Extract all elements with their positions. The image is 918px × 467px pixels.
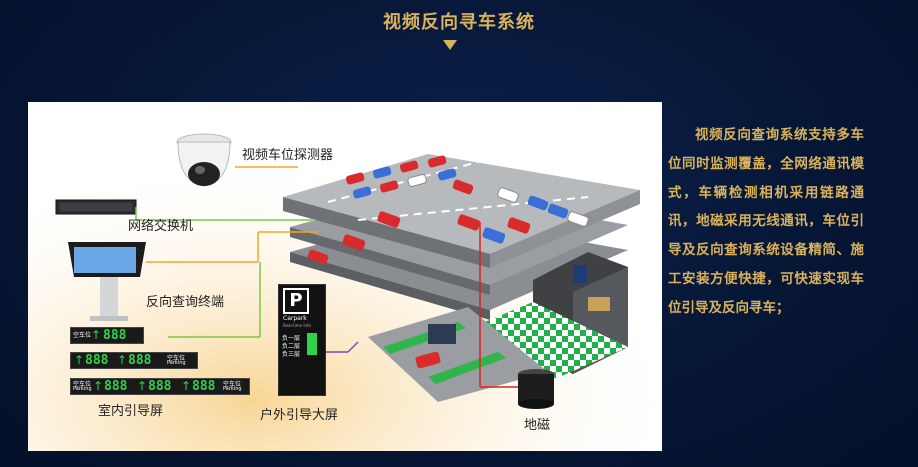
outdoor-sign-floor-2: 负二层 xyxy=(282,343,301,350)
elevator-sign xyxy=(573,265,587,283)
arrow-up-icon: ↑ xyxy=(74,353,85,367)
magnet-label: 地磁 xyxy=(524,418,551,433)
page-title: 视频反向寻车系统 xyxy=(383,12,535,33)
indoor-screen-2: ↑ 888 ↑ 888 空车位 Parking xyxy=(70,352,198,369)
indoor-screen-parking-tag: 空车位 xyxy=(167,355,186,362)
indoor-screen-digits: 888 xyxy=(128,353,152,368)
entering-car xyxy=(415,351,441,369)
parking-level-1 xyxy=(283,154,640,254)
outdoor-sign-sub: Real-time Info xyxy=(283,323,311,328)
indoor-screen-parking-sub: Parking xyxy=(167,360,186,366)
outdoor-sign-name: Carpark xyxy=(283,315,307,322)
triangle-down-icon xyxy=(443,40,457,50)
arrow-up-icon: ↑ xyxy=(137,379,148,393)
system-diagram xyxy=(28,102,662,451)
parking-p-icon: P xyxy=(283,288,309,314)
network-switch-icon xyxy=(55,199,137,215)
indoor-screen-digits: 888 xyxy=(104,379,128,394)
booth xyxy=(588,297,610,311)
indoor-screen-tag: 空车位 xyxy=(73,332,92,339)
indoor-screen-parking-tag: 空车位 xyxy=(223,381,242,388)
indoor-screen-parking-sub: Parking xyxy=(223,386,242,392)
system-description: 视频反向查询系统支持多车位同时监测覆盖，全网络通讯模式，车辆检测相机采用链路通讯… xyxy=(668,127,864,316)
pedestrian-plaza xyxy=(448,302,628,382)
outdoor-sign-floor-1: 负一层 xyxy=(282,335,301,342)
terminal-label: 反向查询终端 xyxy=(146,295,225,310)
indoor-screen-tag: 空车位 xyxy=(73,381,92,388)
outdoor-screen-label: 户外引导大屏 xyxy=(260,408,339,423)
kiosk-terminal-icon xyxy=(68,242,146,321)
toll-booth xyxy=(428,324,456,344)
parked-cars xyxy=(307,155,589,265)
arrow-up-icon: ↑ xyxy=(91,328,102,342)
indoor-screen-digits: 888 xyxy=(192,379,216,394)
arrow-up-icon: ↑ xyxy=(117,353,128,367)
indoor-screen-3: 空车位 Parking ↑ 888 ↑ 888 ↑ 888 空车位 Parkin… xyxy=(70,378,250,395)
switch-label: 网络交换机 xyxy=(128,219,194,234)
geomagnetic-sensor-icon xyxy=(518,369,554,409)
indoor-screen-digits: 888 xyxy=(85,353,109,368)
indoor-screen-label: 室内引导屏 xyxy=(98,404,164,419)
outdoor-sign-floor-3: 负三层 xyxy=(282,351,301,358)
arrow-up-icon: ↑ xyxy=(93,379,104,393)
indoor-screen-digits: 888 xyxy=(148,379,172,394)
arrow-up-icon: ↑ xyxy=(181,379,192,393)
camera-label: 视频车位探测器 xyxy=(242,148,334,163)
indoor-screen-1: 空车位 ↑ 888 xyxy=(70,327,144,344)
indoor-screen-parking-sub: Parking xyxy=(73,386,92,392)
entrance-ramp xyxy=(368,307,548,402)
outdoor-guide-sign: P Carpark Real-time Info 负一层 负二层 负三层 xyxy=(278,284,326,396)
system-diagram-panel: 空车位 ↑ 888 ↑ 888 ↑ 888 空车位 Parking 空车位 Pa… xyxy=(28,102,662,451)
indoor-screen-digits: 888 xyxy=(103,328,127,343)
outdoor-sign-status-bar xyxy=(307,333,317,355)
dome-camera-icon xyxy=(176,133,232,187)
